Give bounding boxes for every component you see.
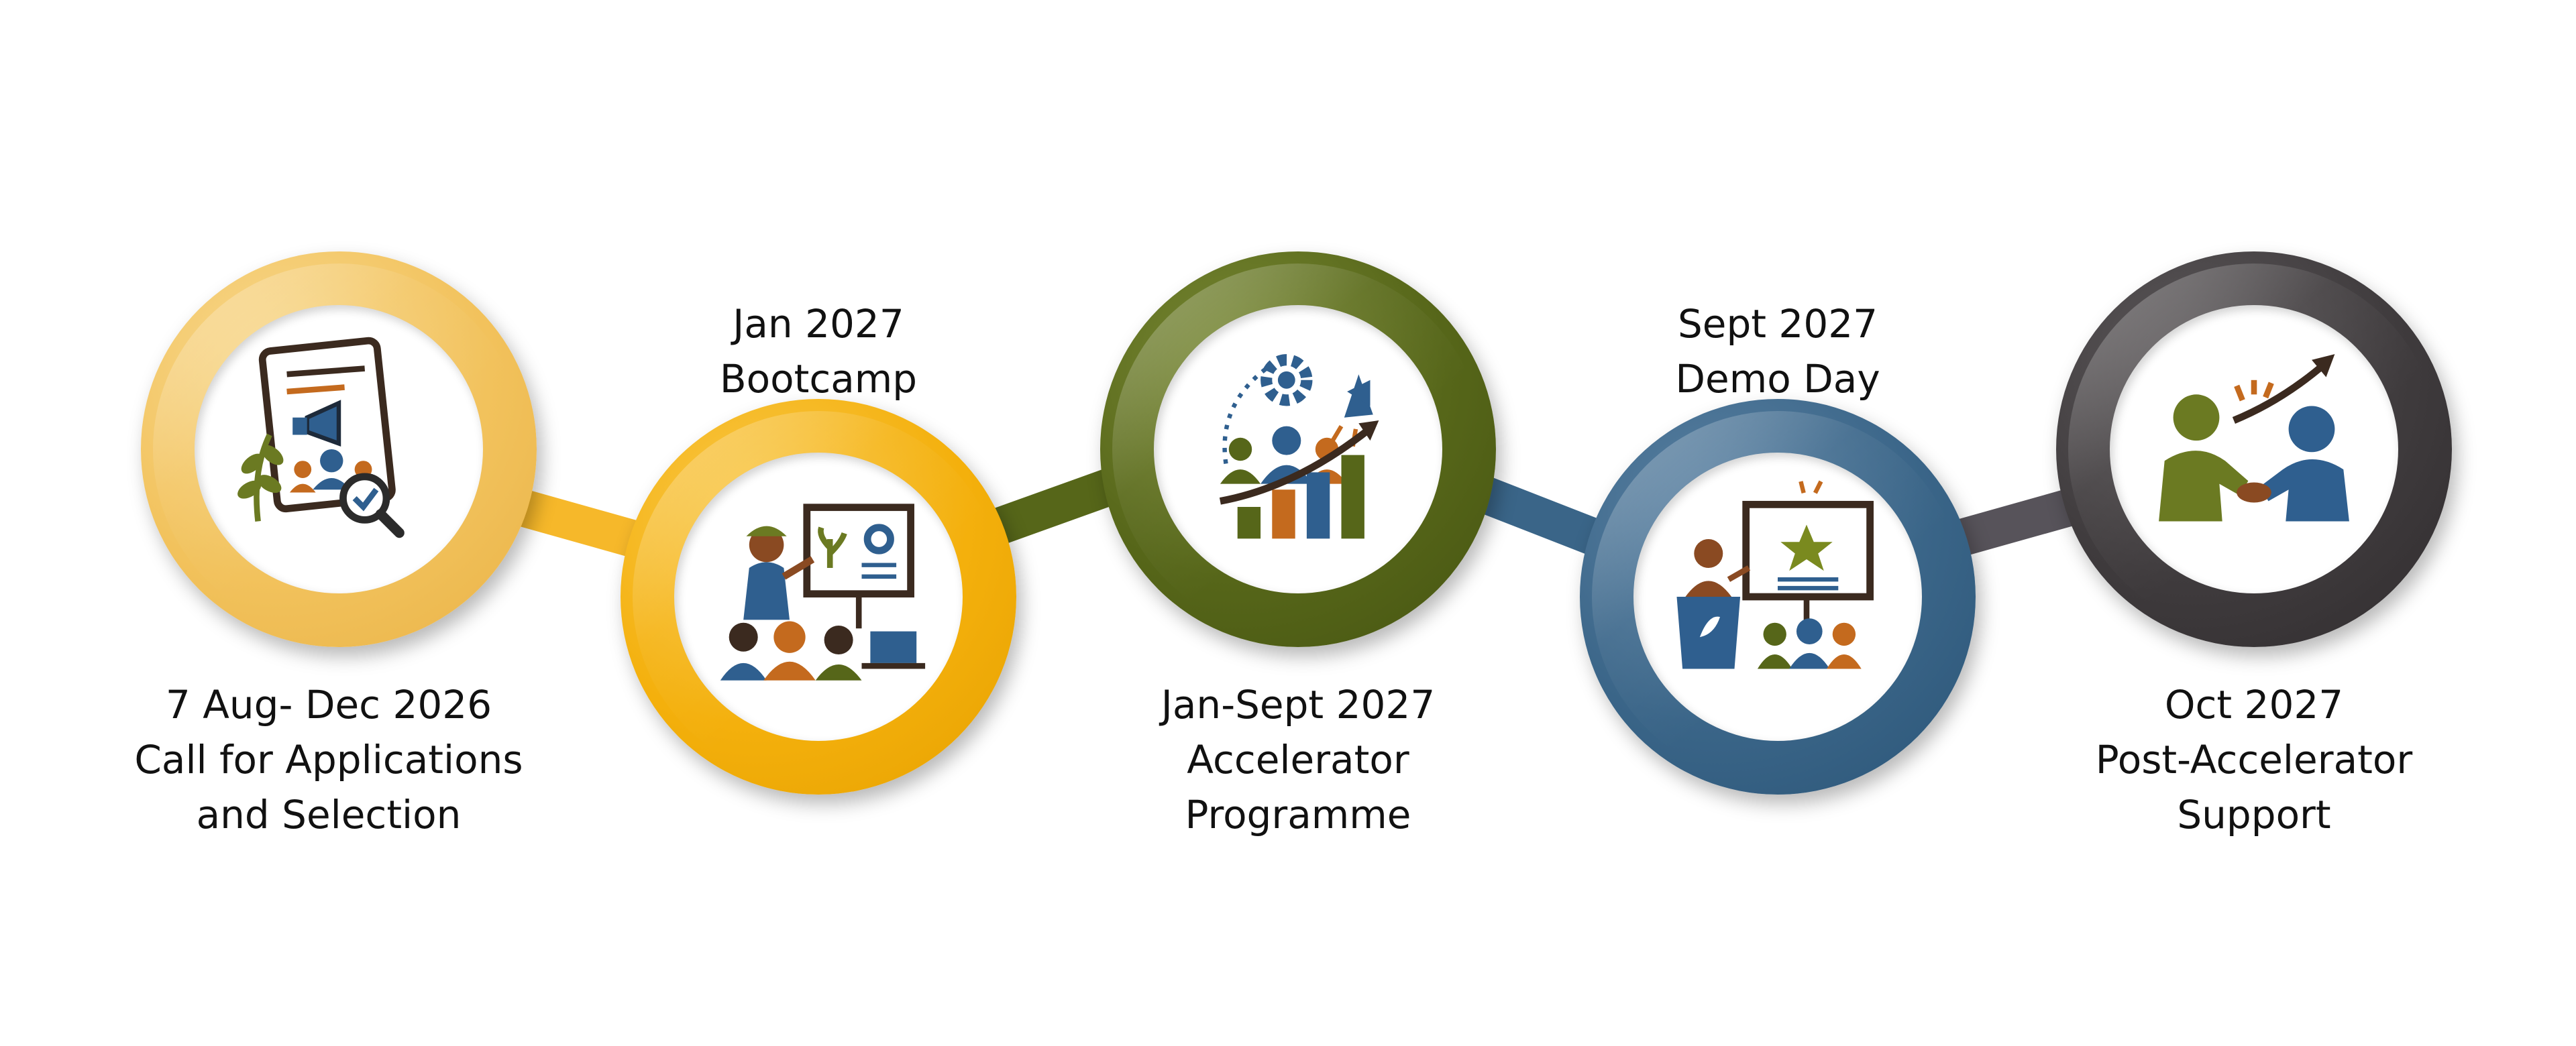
stage-4-label: Sept 2027 Demo Day	[1523, 296, 2033, 406]
stage-1-subtitle: and Selection	[196, 792, 462, 837]
stage-1-label: 7 Aug- Dec 2026 Call for Applications an…	[74, 677, 584, 842]
stage-3-title: Accelerator	[1187, 737, 1409, 782]
stage-3-subtitle: Programme	[1185, 792, 1411, 837]
handshake-support-icon	[2110, 305, 2398, 593]
stage-2-date: Jan 2027	[733, 301, 904, 347]
stage-3-circle	[1100, 251, 1496, 647]
stage-1-date: 7 Aug- Dec 2026	[165, 682, 492, 728]
stage-3-date: Jan-Sept 2027	[1161, 682, 1436, 728]
stage-5-title: Post-Accelerator	[2095, 737, 2413, 782]
stage-1-title: Call for Applications	[134, 737, 523, 782]
stage-2-title: Bootcamp	[719, 356, 918, 402]
stage-2-circle	[621, 399, 1016, 795]
accelerator-growth-chart-icon	[1154, 305, 1442, 593]
stage-2-label: Jan 2027 Bootcamp	[564, 296, 1073, 406]
stage-4-date: Sept 2027	[1677, 301, 1878, 347]
stage-5-circle	[2056, 251, 2452, 647]
demo-day-podium-icon	[1633, 453, 1922, 741]
stage-4-circle	[1580, 399, 1976, 795]
stage-5-date: Oct 2027	[2164, 682, 2344, 728]
stage-5-label: Oct 2027 Post-Accelerator Support	[1999, 677, 2509, 842]
bootcamp-presentation-icon	[674, 453, 963, 741]
stage-5-subtitle: Support	[2177, 792, 2331, 837]
stage-4-title: Demo Day	[1675, 356, 1880, 402]
application-document-megaphone-icon	[195, 305, 483, 593]
stage-3-label: Jan-Sept 2027 Accelerator Programme	[1043, 677, 1553, 842]
stage-1-circle	[141, 251, 537, 647]
